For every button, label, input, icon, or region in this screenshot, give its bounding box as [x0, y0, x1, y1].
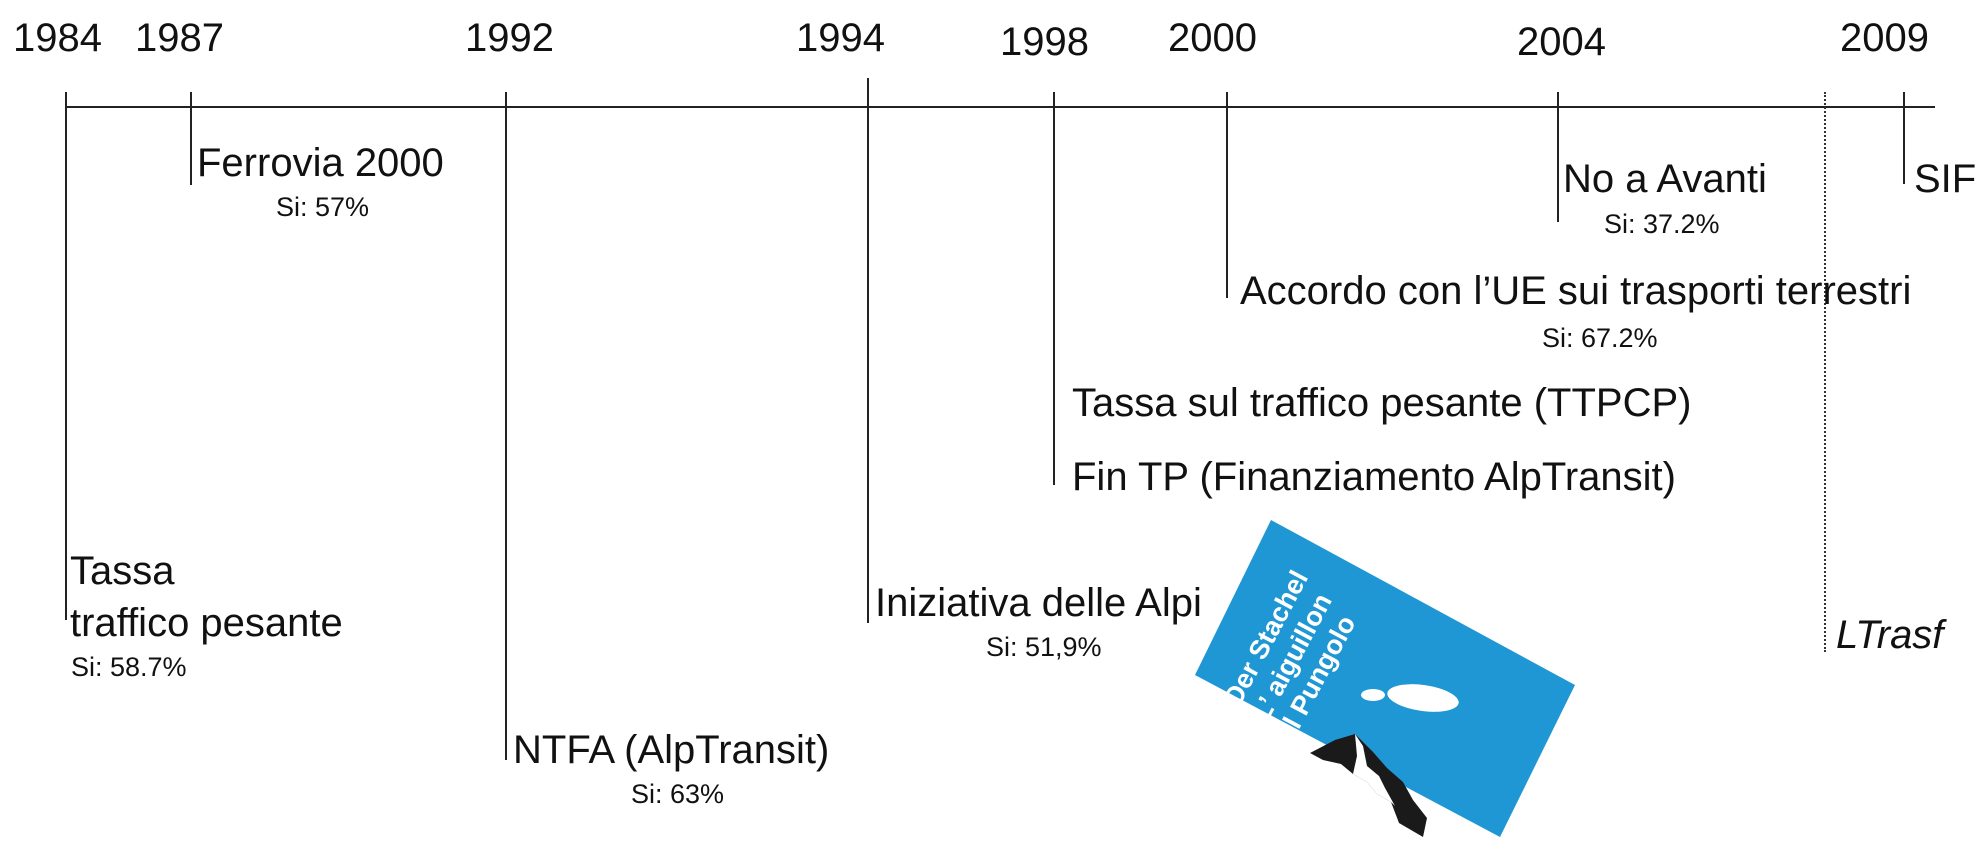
event-ttpcp-title: Tassa sul traffico pesante (TTPCP) — [1072, 381, 1692, 425]
year-label-1992: 1992 — [465, 16, 554, 60]
poster-mountain-snow — [1353, 734, 1395, 806]
year-label-2009: 2009 — [1840, 16, 1929, 60]
tick-line-1992 — [505, 92, 507, 760]
stachel-poster: Der Stachel L’ aiguillon Il Pungolo — [1195, 520, 1575, 842]
event-alpi-result: Si: 51,9% — [986, 632, 1102, 662]
poster-background — [1195, 520, 1575, 837]
event-accordo-result: Si: 67.2% — [1542, 323, 1658, 353]
tick-line-1994 — [867, 78, 869, 623]
timeline-axis — [65, 106, 1935, 108]
year-label-2004: 2004 — [1517, 20, 1606, 64]
poster-mountain — [1310, 734, 1427, 837]
event-tassa-title-line2: traffico pesante — [70, 601, 343, 645]
dotted-line-ltrasf — [1824, 92, 1826, 652]
event-ltrasf-title: LTrasf — [1836, 613, 1944, 657]
tick-line-2009 — [1903, 92, 1905, 184]
event-tassa-result: Si: 58.7% — [71, 652, 187, 682]
event-ntfa-result: Si: 63% — [631, 779, 725, 809]
tick-line-2004 — [1557, 92, 1559, 222]
tick-line-1984 — [65, 92, 67, 620]
tick-line-1998 — [1053, 92, 1055, 485]
event-ntfa-title: NTFA (AlpTransit) — [513, 728, 830, 772]
event-alpi-title: Iniziativa delle Alpi — [875, 581, 1202, 625]
event-avanti-title: No a Avanti — [1563, 157, 1767, 201]
tick-line-1987 — [190, 92, 192, 185]
year-label-2000: 2000 — [1168, 16, 1257, 60]
year-label-1994: 1994 — [796, 16, 885, 60]
poster-cloud-2 — [1361, 689, 1385, 701]
event-tassa-title-line1: Tassa — [70, 549, 175, 593]
event-ferrovia-2000-title: Ferrovia 2000 — [197, 141, 444, 185]
event-ferrovia-2000-result: Si: 57% — [276, 192, 370, 222]
year-label-1984: 1984 — [13, 16, 102, 60]
year-label-1987: 1987 — [135, 16, 224, 60]
tick-line-2000 — [1226, 92, 1228, 298]
year-label-1998: 1998 — [1000, 20, 1089, 64]
event-fintp-title: Fin TP (Finanziamento AlpTransit) — [1072, 455, 1676, 499]
event-avanti-result: Si: 37.2% — [1604, 209, 1720, 239]
event-sif-title: SIF — [1914, 157, 1977, 201]
poster-cloud-1 — [1387, 684, 1459, 712]
event-accordo-title: Accordo con l’UE sui trasporti terrestri — [1240, 269, 1912, 313]
